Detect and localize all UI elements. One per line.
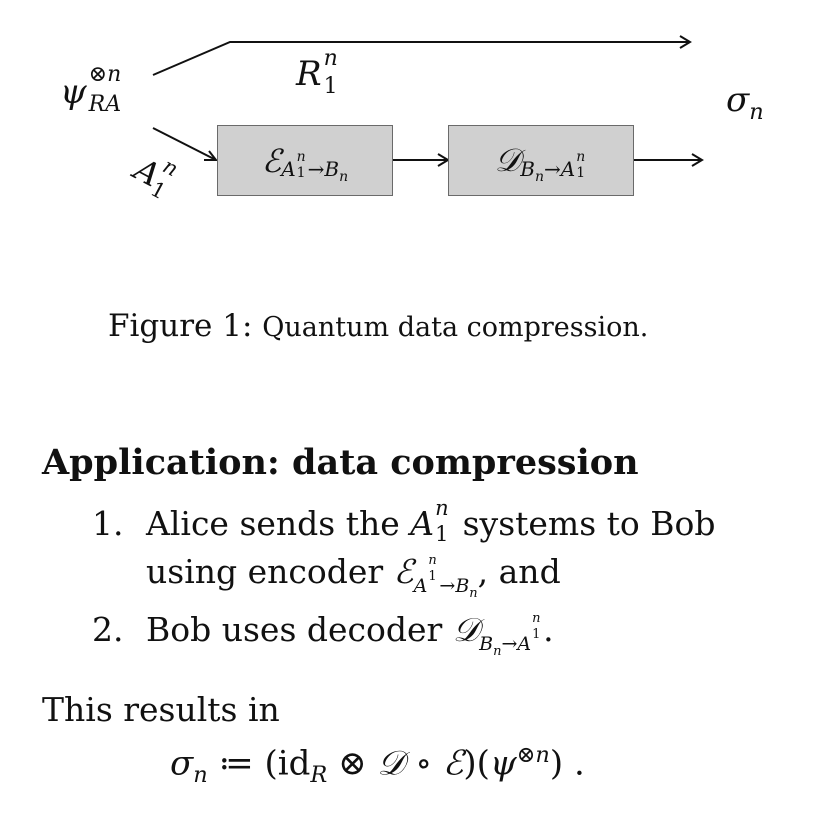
result-text: This results in <box>42 690 280 729</box>
lower-wire <box>152 127 217 161</box>
figure-caption: Figure 1: Quantum data compression. <box>108 308 648 344</box>
upper-wire-label: R n 1 <box>296 46 342 99</box>
r-symbol: R <box>296 54 322 94</box>
psi-superscript: ⊗n <box>88 62 122 87</box>
r-superscript: n <box>323 46 338 71</box>
result-equation: σn ≔ (idR ⊗ 𝒟 ∘ ℰ)(ψ⊗n) . <box>170 742 585 789</box>
psi-subscript: RA <box>88 92 122 117</box>
r-subscript: 1 <box>323 74 338 99</box>
section-heading: Application: data compression <box>42 442 639 483</box>
output-label: σn <box>726 80 764 125</box>
psi-symbol: ψ <box>60 72 87 112</box>
sigma-symbol: σ <box>726 80 750 120</box>
lower-wire-arrowhead <box>204 150 219 161</box>
upper-wire <box>152 41 688 76</box>
sigma-subscript: n <box>749 98 764 125</box>
list-item-1-number: 1. <box>92 504 124 543</box>
decoder-symbol: 𝒟 <box>494 141 521 179</box>
output-arrowhead <box>691 153 704 167</box>
encoder-symbol: ℰ <box>261 141 282 180</box>
caption-prefix: Figure 1: <box>108 308 253 344</box>
list-item-2-number: 2. <box>92 610 124 649</box>
upper-wire-arrowhead <box>679 35 692 49</box>
caption-text: Quantum data compression. <box>262 312 649 343</box>
input-state-label: ψ ⊗n RA <box>60 62 153 117</box>
